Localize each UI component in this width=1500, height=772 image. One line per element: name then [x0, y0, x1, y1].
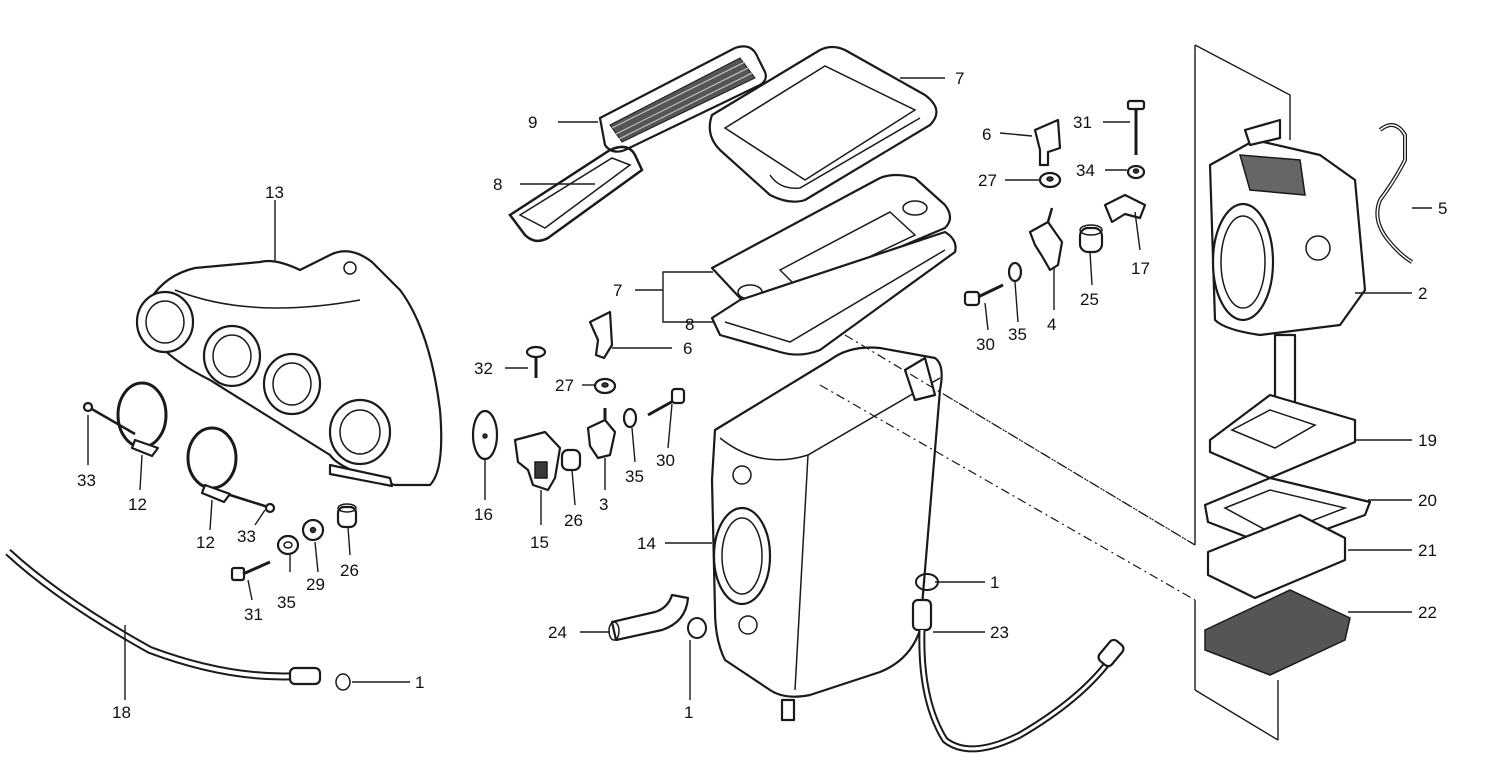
callout-1-center: 1 [684, 703, 693, 722]
collar-lower-left [336, 503, 358, 529]
air-cleaner-cover [708, 45, 938, 203]
callout-22: 22 [1418, 603, 1437, 622]
callout-11: 9 [528, 113, 537, 132]
washer-lower-left [276, 534, 300, 556]
washer-center [622, 407, 638, 429]
callout-10: 8 [493, 175, 502, 194]
callout-16: 16 [474, 505, 493, 524]
callout-12-upper: 12 [128, 495, 147, 514]
callout-24: 24 [548, 623, 567, 642]
callout-1-left: 1 [415, 673, 424, 692]
manifold-boot-1 [135, 290, 195, 354]
hose-clip-center [687, 617, 707, 639]
washer-upper [1007, 261, 1023, 283]
element-frame-20 [1203, 476, 1372, 550]
bracket-upper-right [1033, 118, 1062, 167]
collar-center [560, 448, 582, 472]
holder-gasket [710, 230, 957, 356]
callout-34: 34 [1076, 161, 1095, 180]
grommet-lower-left [301, 518, 325, 542]
callout-4: 4 [1047, 315, 1056, 334]
callout-3: 3 [599, 495, 608, 514]
bracket-15 [513, 430, 562, 492]
callout-17: 17 [1131, 259, 1150, 278]
retaining-strap [1375, 123, 1414, 264]
bracket-4 [1028, 207, 1064, 272]
callout-12-lower: 12 [196, 533, 215, 552]
callout-23: 23 [990, 623, 1009, 642]
drain-hose-left [5, 549, 351, 691]
duct-base-19 [1208, 393, 1357, 480]
reference-panel [1194, 44, 1291, 741]
alignment-lines [819, 334, 1196, 601]
cover-gasket [508, 145, 644, 243]
callout-6-center: 6 [683, 339, 692, 358]
air-cleaner-case [710, 346, 943, 722]
callout-32: 32 [474, 359, 493, 378]
bolt-lower-left [230, 560, 271, 582]
callout-6-upper: 6 [982, 125, 991, 144]
filter-element [598, 45, 767, 153]
clamp-screw-upper [82, 401, 136, 436]
screen-22 [1204, 589, 1351, 676]
callout-8: 8 [685, 315, 694, 334]
grommet-center [593, 377, 617, 395]
washer-upper-right [1126, 164, 1146, 180]
callout-14: 14 [637, 534, 656, 553]
callout-33-lower: 33 [237, 527, 256, 546]
intake-manifold [135, 250, 443, 488]
bolt-29 [963, 283, 1004, 307]
clamp-screw-lower [229, 493, 276, 514]
air-duct-housing [1208, 118, 1367, 407]
rubber-pad [471, 409, 499, 461]
callout-35-lower: 35 [277, 593, 296, 612]
manifold-boot-2 [202, 324, 262, 388]
callout-28: 29 [306, 575, 325, 594]
callout-27-center: 27 [555, 376, 574, 395]
screw-32 [525, 345, 547, 378]
callout-20: 20 [1418, 491, 1437, 510]
callout-13: 13 [265, 183, 284, 202]
callout-29: 30 [976, 335, 995, 354]
callout-15: 15 [530, 533, 549, 552]
bracket-center [588, 310, 614, 360]
grommet-upper-right [1038, 171, 1062, 189]
callout-30-center: 30 [656, 451, 675, 470]
callout-18: 18 [112, 703, 131, 722]
callout-33-left: 33 [77, 471, 96, 490]
elbow-hose [608, 593, 690, 642]
callout-5: 5 [1438, 199, 1447, 218]
manifold-boot-3 [262, 352, 322, 416]
leader-lines [87, 77, 1432, 700]
callout-27-upper: 27 [978, 171, 997, 190]
callout-25: 25 [1080, 290, 1099, 309]
callout-21: 21 [1418, 541, 1437, 560]
callout-9: 7 [955, 69, 964, 88]
callout-35-center: 35 [625, 467, 644, 486]
foam-element-21 [1206, 513, 1347, 600]
long-bolt [1126, 99, 1146, 155]
callout-labels: 9 8 7 6 27 31 34 17 25 4 35 30 7 8 6 32 … [77, 69, 1447, 722]
callout-2: 2 [1418, 284, 1427, 303]
callout-19: 19 [1418, 431, 1437, 450]
bracket-3 [586, 408, 617, 460]
hose-clamp-upper [116, 381, 168, 458]
callout-31: 31 [1073, 113, 1092, 132]
drain-hose-right [911, 598, 1125, 753]
callout-30-lower: 31 [244, 605, 263, 624]
hose-clamp-lower [186, 426, 238, 504]
collar-25 [1078, 224, 1104, 254]
bracket-17 [1103, 193, 1147, 224]
manifold-boot-4 [328, 398, 392, 466]
callout-26-lower: 26 [340, 561, 359, 580]
callout-7: 7 [613, 281, 622, 300]
callout-26-center: 26 [564, 511, 583, 530]
callout-35-upper: 35 [1008, 325, 1027, 344]
bolt-center [647, 387, 686, 417]
callout-1-right: 1 [990, 573, 999, 592]
